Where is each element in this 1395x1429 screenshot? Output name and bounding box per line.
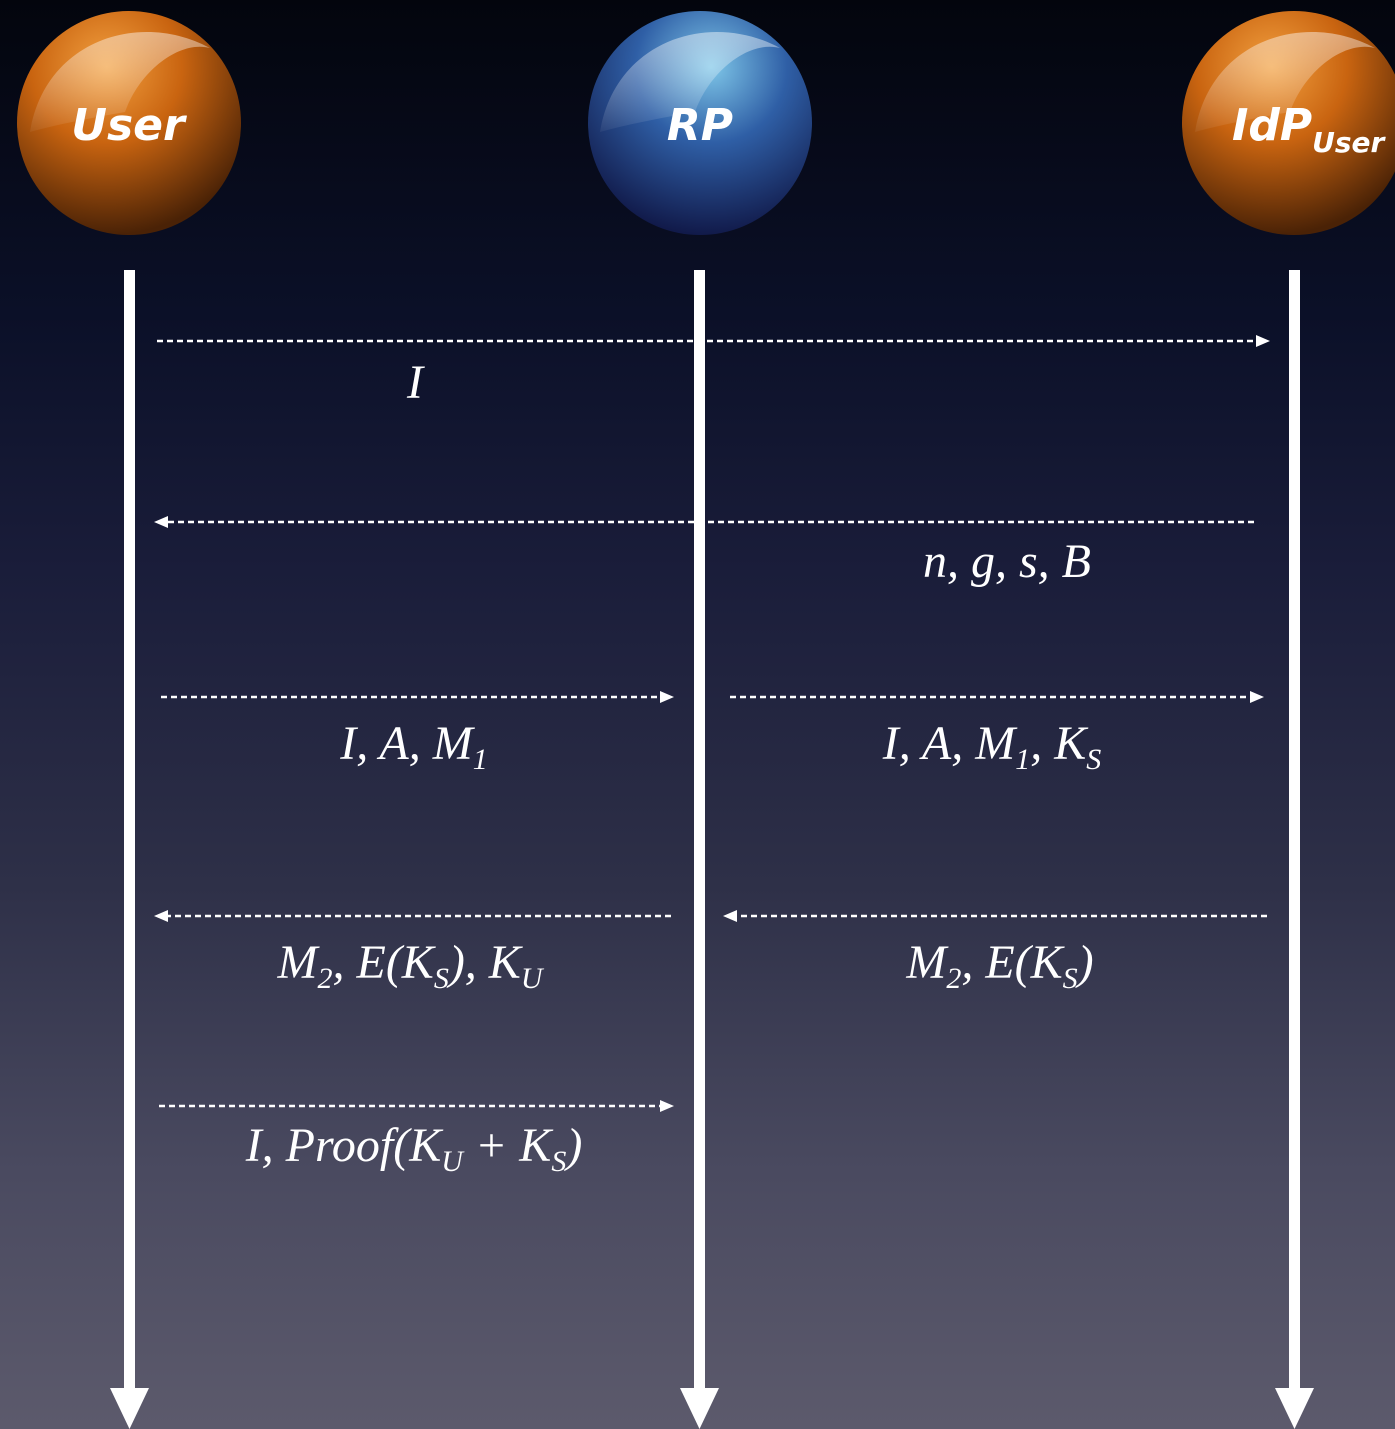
- actor-rp-label: RP: [667, 100, 733, 151]
- arrow-m4: [730, 691, 1264, 703]
- arrow-m1: [157, 335, 1270, 347]
- message-label-m7: I, Proof(KU + KS): [246, 1118, 583, 1179]
- message-subscript: S: [1062, 962, 1078, 995]
- message-text: M: [277, 936, 318, 989]
- message-text: ): [1077, 936, 1094, 989]
- actor-idp: IdPUser: [1182, 11, 1395, 235]
- message-text: , K: [1030, 717, 1087, 770]
- lifeline-user: [110, 270, 149, 1429]
- message-subscript: 1: [1015, 743, 1031, 776]
- actor-user-label: User: [71, 100, 187, 151]
- message-label-m6: M2, E(KS), KU: [278, 935, 543, 996]
- message-text: , E(K: [332, 936, 434, 989]
- actor-idp-label: IdPUser: [1232, 100, 1387, 159]
- message-text: I, Proof(K: [245, 1119, 442, 1172]
- message-text: , E(K: [961, 936, 1063, 989]
- message-subscript: 1: [472, 743, 488, 776]
- lifeline-idp: [1275, 270, 1314, 1429]
- message-subscript: U: [441, 1145, 463, 1178]
- lifeline-rp: [680, 270, 719, 1429]
- message-label-m1: I: [407, 355, 423, 410]
- arrow-m5: [723, 910, 1267, 922]
- message-subscript: U: [520, 962, 543, 995]
- actor-idp-subscript: User: [1312, 126, 1386, 159]
- message-subscript: S: [551, 1145, 567, 1178]
- message-text: n, g, s, B: [923, 535, 1091, 588]
- message-text: I, A, M: [340, 717, 473, 770]
- message-label-m4: I, A, M1, KS: [883, 716, 1101, 777]
- message-subscript: S: [433, 962, 449, 995]
- arrow-m6: [154, 910, 671, 922]
- message-text: I, A, M: [882, 717, 1016, 770]
- message-label-m5: M2, E(KS): [906, 935, 1093, 996]
- message-label-m3: I, A, M1: [340, 716, 487, 777]
- message-text: M: [906, 936, 947, 989]
- actor-rp: RP: [588, 11, 812, 235]
- message-subscript: 2: [317, 962, 333, 995]
- message-text: ): [566, 1119, 583, 1172]
- arrow-m7: [159, 1100, 674, 1112]
- message-subscript: S: [1086, 743, 1102, 776]
- message-text: ), K: [448, 936, 521, 989]
- message-subscript: 2: [946, 962, 962, 995]
- message-label-m2: n, g, s, B: [923, 534, 1091, 589]
- actor-idp-name: IdP: [1232, 100, 1312, 151]
- message-text: + K: [462, 1119, 552, 1172]
- arrow-m2: [154, 516, 1254, 528]
- actor-user: User: [17, 11, 241, 235]
- message-text: I: [407, 356, 423, 409]
- arrow-m3: [161, 691, 674, 703]
